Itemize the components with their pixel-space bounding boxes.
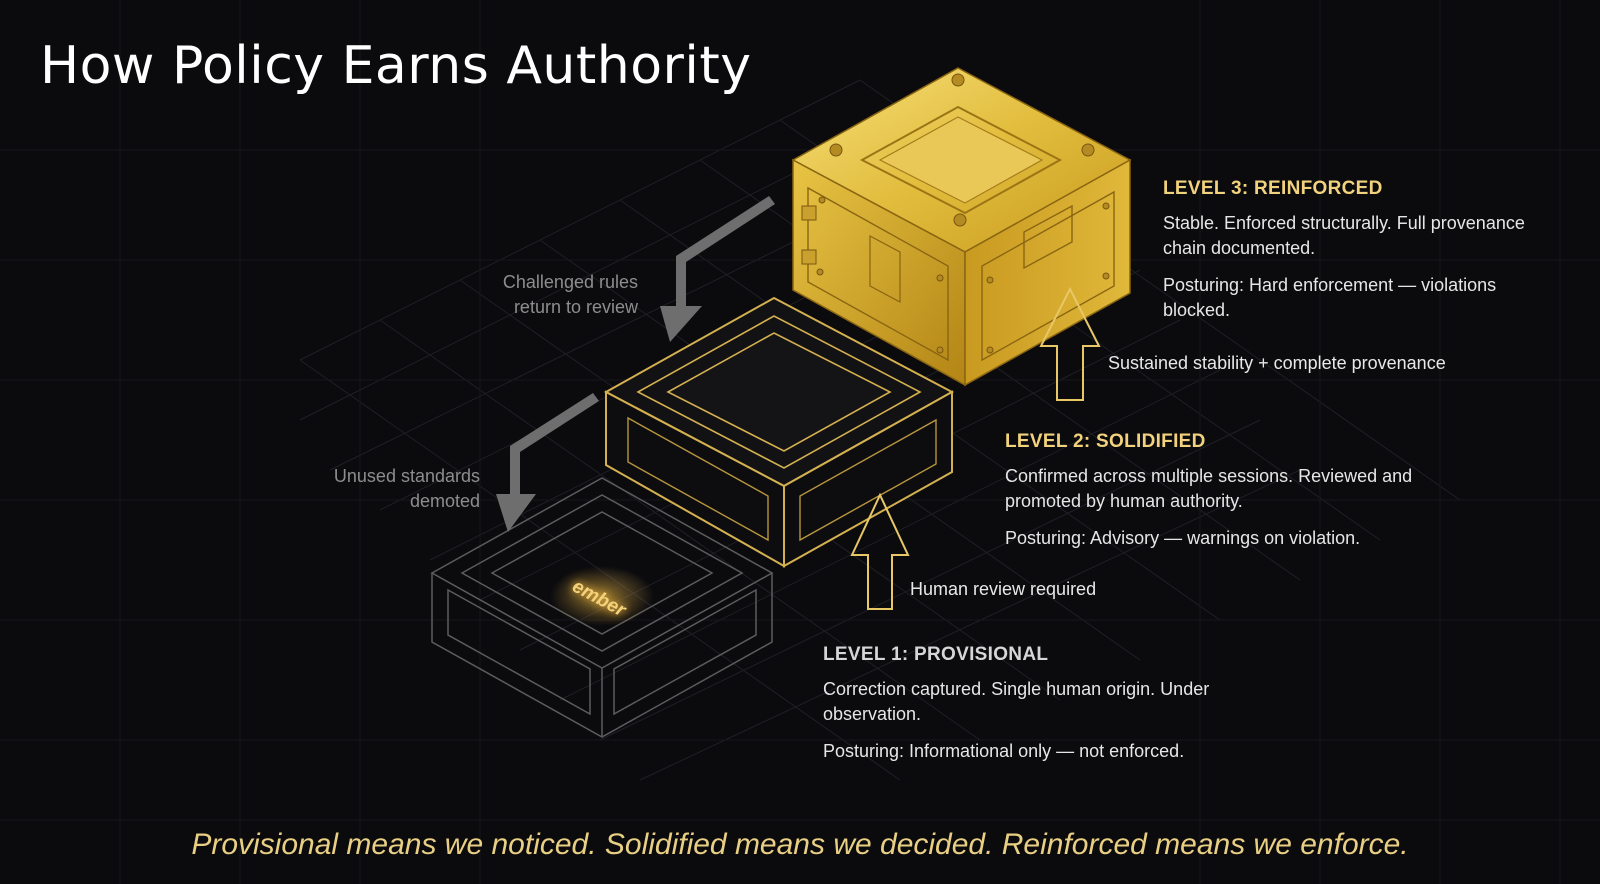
demote-from-level-3-line-1: Challenged rules [502,272,638,292]
level-2-posturing: Posturing: Advisory — warnings on violat… [1005,528,1361,548]
level-3-box [791,67,1132,387]
level-3-details: Stable. Enforced structurally. Full prov… [1163,211,1568,323]
level-2-heading: LEVEL 2: SOLIDIFIED [1005,431,1206,452]
level-3-description: Stable. Enforced structurally. Full prov… [1163,213,1525,258]
level-1-heading: LEVEL 1: PROVISIONAL [823,644,1049,665]
level-2-box [603,296,955,568]
level-1-details: Correction captured. Single human origin… [823,677,1223,764]
level-3-posturing: Posturing: Hard enforcement — violations… [1163,275,1497,320]
level-1-box [430,477,774,738]
level-1-posturing: Posturing: Informational only — not enfo… [823,741,1185,761]
promote-to-level-2-label: Human review required [910,579,1097,599]
slide-title: How Policy Earns Authority [40,36,752,96]
demote-arrow-from-level-2 [496,393,599,532]
slide-tagline: Provisional means we noticed. Solidified… [191,828,1409,861]
level-2-details: Confirmed across multiple sessions. Revi… [1005,464,1445,551]
promote-to-level-3-label: Sustained stability + complete provenanc… [1108,353,1446,373]
level-3-heading: LEVEL 3: REINFORCED [1163,178,1383,199]
demote-arrow-from-level-3 [660,196,775,342]
demote-from-level-2-label: Unused standards demoted [334,464,480,514]
level-1-description: Correction captured. Single human origin… [823,679,1210,724]
demote-from-level-3-label: Challenged rules return to review [503,270,638,320]
promote-arrow-to-level-2 [850,492,910,610]
level-2-description: Confirmed across multiple sessions. Revi… [1005,466,1413,511]
demote-from-level-3-line-2: return to review [513,297,638,317]
demote-from-level-2-line-1: Unused standards [333,466,480,486]
demote-from-level-2-line-2: demoted [409,491,480,511]
promote-arrow-to-level-3 [1039,286,1101,401]
